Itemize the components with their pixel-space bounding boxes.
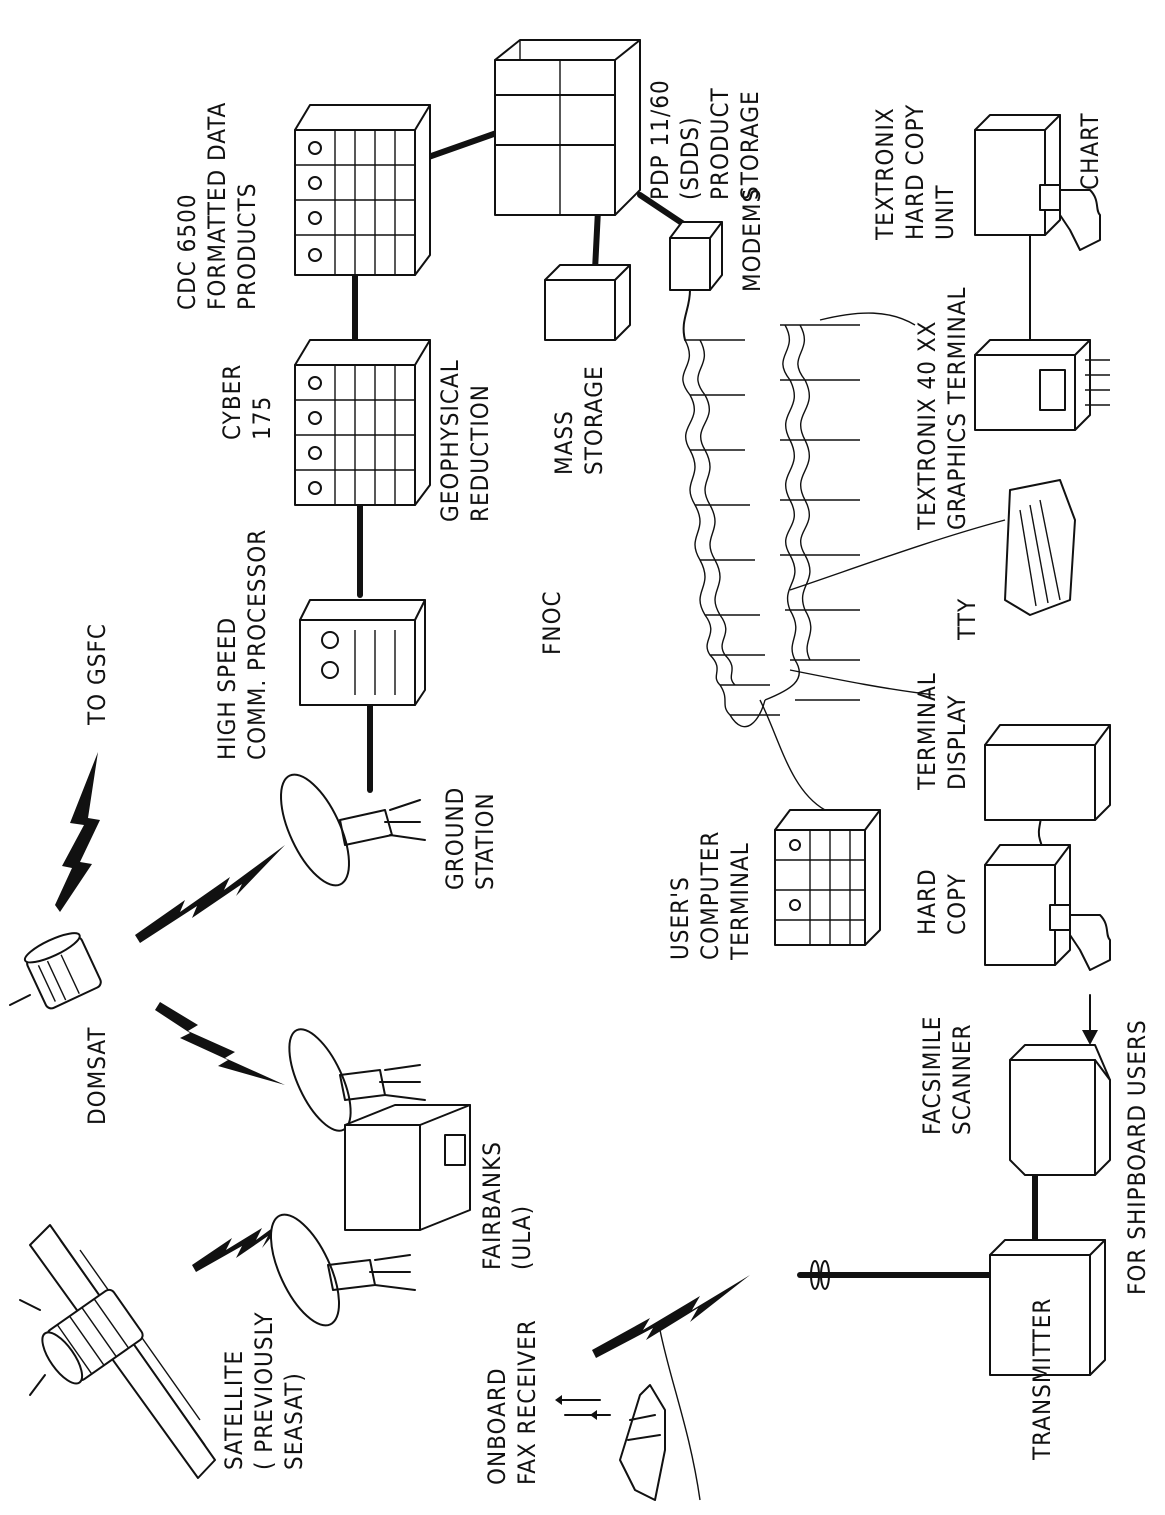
facsimile-scanner xyxy=(1009,994,1111,1176)
cdc-6500 xyxy=(294,104,431,276)
dish-antenna-icon xyxy=(279,773,351,887)
cyber-175 xyxy=(294,339,431,506)
link-cdc-pdp xyxy=(417,127,508,163)
tty-label: TTY xyxy=(953,598,981,641)
teletype-icon xyxy=(1004,479,1076,616)
printer-icon xyxy=(984,844,1071,966)
domsat-label: DOMSAT xyxy=(83,1027,111,1126)
modems xyxy=(669,221,723,341)
facsimile-label: FACSIMILE SCANNER xyxy=(918,1008,976,1135)
mass-storage xyxy=(544,264,631,341)
building-icon xyxy=(344,1104,471,1231)
cyber-label: CYBER 175 xyxy=(218,356,276,440)
fairbanks-label: FAIRBANKS (ULA) xyxy=(478,1133,536,1270)
bolt-to-gsfc xyxy=(55,752,100,912)
storage-cabinet-icon xyxy=(494,39,641,216)
ship-icon xyxy=(619,1384,666,1501)
users-computer-terminal xyxy=(774,809,881,946)
dish-antenna-icon xyxy=(288,1028,426,1132)
antenna-icon xyxy=(810,1260,820,1290)
geophysical-label: GEOPHYSICAL REDUCTION xyxy=(436,351,494,522)
onboard-fax-label: ONBOARD FAX RECEIVER xyxy=(483,1319,541,1485)
mainframe-icon xyxy=(294,339,431,506)
high-speed-label: HIGH SPEED COMM. PROCESSOR xyxy=(213,529,271,760)
textronix-graphics-terminal xyxy=(974,339,1110,431)
satellite xyxy=(19,1224,216,1479)
computer-terminal-icon xyxy=(774,809,881,946)
comm-processor xyxy=(299,599,426,706)
fairbanks-station xyxy=(269,1028,471,1327)
labels: SATELLITE ( PREVIOUSLY SEASAT) DOMSAT TO… xyxy=(83,71,1151,1485)
bolt-transmitter-ship xyxy=(592,1275,750,1358)
terminal-display-label: TERMINAL DISPLAY xyxy=(913,664,971,791)
bolt-satellite-fairbanks xyxy=(192,1215,290,1272)
transmitter xyxy=(810,1239,1106,1376)
to-gsfc-label: TO GSFC xyxy=(83,623,111,726)
textronix-hard-copy-unit xyxy=(974,114,1101,251)
users-terminal-label: USER'S COMPUTER TERMINAL xyxy=(666,823,754,961)
processor-cabinet-icon xyxy=(299,599,426,706)
fnoc-label: FNOC xyxy=(538,590,566,655)
scanner-icon xyxy=(1009,1044,1111,1176)
mass-storage-icon xyxy=(544,264,631,341)
transmitter-icon xyxy=(989,1239,1106,1376)
satellite-label: SATELLITE ( PREVIOUSLY SEASAT) xyxy=(220,1304,308,1470)
link-pdp-massstorage xyxy=(592,207,601,273)
cdc-label: CDC 6500 FORMATTED DATA PRODUCTS xyxy=(173,94,261,310)
pdp-label: PDP 11/60 (SDDS) PRODUCT STORAGE xyxy=(646,71,764,200)
transmitter-label: TRANSMITTER xyxy=(1028,1298,1056,1461)
mass-storage-label: MASS STORAGE xyxy=(550,365,608,475)
tty xyxy=(1004,479,1076,616)
terminal-display xyxy=(984,724,1111,821)
textronix-hard-copy-label: TEXTRONIX HARD COPY UNIT xyxy=(871,96,959,241)
printer-icon xyxy=(974,114,1061,236)
hard-copy-label: HARD COPY xyxy=(913,861,971,936)
ground-station xyxy=(279,773,426,887)
domsat xyxy=(9,932,102,1010)
mainframe-icon xyxy=(294,104,431,276)
hard-copy xyxy=(984,844,1111,971)
network-lines xyxy=(682,312,1006,811)
terminal-screen-icon xyxy=(1039,369,1066,411)
link-pdp-modems xyxy=(637,192,688,228)
graphics-terminal-icon xyxy=(974,339,1091,431)
display-icon xyxy=(984,724,1111,821)
bolt-domsat-groundstation xyxy=(135,845,285,943)
radio-links xyxy=(55,752,750,1358)
dish-antenna-icon xyxy=(269,1213,416,1327)
ground-station-label: GROUND STATION xyxy=(441,779,499,890)
ship xyxy=(555,1329,701,1501)
bolt-domsat-fairbanks xyxy=(155,1002,285,1085)
shipboard-label: FOR SHIPBOARD USERS xyxy=(1123,1019,1151,1295)
pdp-11-60 xyxy=(494,39,641,216)
arrow-down-icon xyxy=(1082,1030,1098,1045)
chart-label: CHART xyxy=(1076,112,1104,190)
textronix-graphics-label: TEXTRONIX 40 XX GRAPHICS TERMINAL xyxy=(913,286,971,531)
modems-label: MODEMS xyxy=(738,188,766,292)
chart-paper-icon xyxy=(1059,189,1101,251)
